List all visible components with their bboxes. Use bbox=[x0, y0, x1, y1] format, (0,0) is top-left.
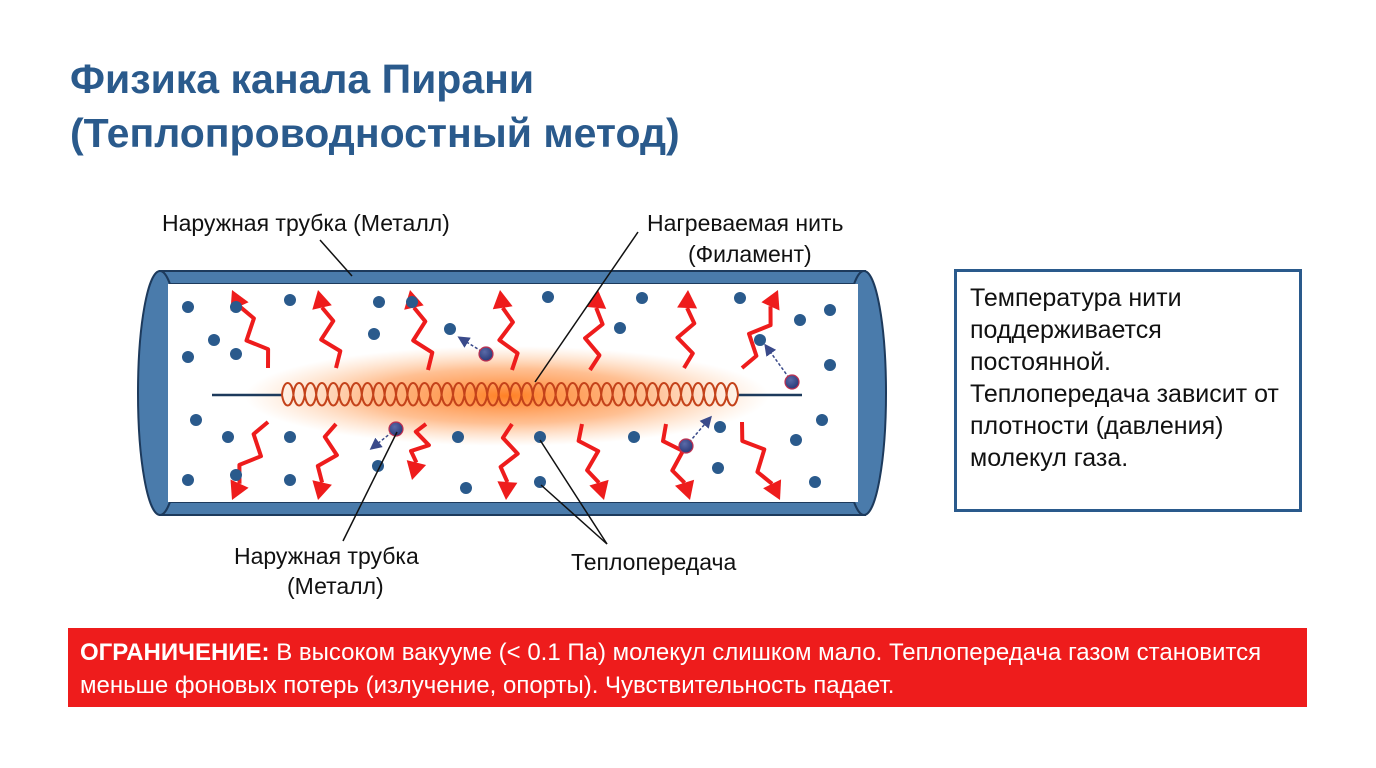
callout-heat-transfer-2 bbox=[540, 484, 608, 545]
gas-molecule bbox=[542, 291, 554, 303]
callout-outer-tube-bottom bbox=[342, 431, 398, 542]
heat-arrow-head bbox=[675, 479, 695, 500]
gas-molecule bbox=[790, 434, 802, 446]
filament-glow bbox=[245, 346, 769, 446]
tube-bottom-wall bbox=[159, 501, 866, 516]
heat-arrow bbox=[583, 307, 605, 372]
heat-arrow bbox=[675, 307, 697, 370]
gas-molecule bbox=[636, 292, 648, 304]
gas-molecule bbox=[182, 474, 194, 486]
title-line-1: Физика канала Пирани bbox=[70, 56, 535, 102]
heat-arrow-head bbox=[763, 479, 782, 500]
energized-molecule bbox=[388, 421, 404, 437]
heat-arrow bbox=[315, 422, 339, 484]
gas-molecule bbox=[824, 359, 836, 371]
gas-molecule bbox=[190, 414, 202, 426]
callout-filament bbox=[534, 231, 639, 383]
heat-arrow-head bbox=[586, 290, 607, 309]
gas-molecule bbox=[824, 304, 836, 316]
gas-molecule bbox=[182, 301, 194, 313]
limitation-label: ОГРАНИЧЕНИЕ: bbox=[80, 639, 270, 666]
heat-arrow bbox=[497, 306, 520, 371]
gas-molecule bbox=[284, 294, 296, 306]
info-box-text: Температура нити поддерживается постоянн… bbox=[970, 284, 1279, 472]
heat-arrow bbox=[319, 306, 343, 369]
heat-arrow bbox=[740, 421, 774, 486]
label-filament-line-1: Нагреваемая нить bbox=[647, 210, 843, 236]
gas-molecule bbox=[284, 474, 296, 486]
gas-molecule bbox=[794, 314, 806, 326]
gas-molecule bbox=[614, 322, 626, 334]
gas-molecule bbox=[712, 462, 724, 474]
limitation-text: В высоком вакууме (< 0.1 Па) молекул сли… bbox=[80, 639, 1262, 699]
gas-molecule bbox=[208, 334, 220, 346]
label-heat-transfer: Теплопередача bbox=[571, 549, 736, 575]
label-outer-tube-bottom-line-2: (Металл) bbox=[287, 573, 384, 599]
gas-molecule bbox=[284, 431, 296, 443]
page-title: Физика канала Пирани (Теплопроводностный… bbox=[70, 52, 970, 160]
gas-molecule bbox=[230, 469, 242, 481]
gas-molecule bbox=[452, 431, 464, 443]
heat-arrow-head bbox=[312, 480, 332, 500]
heat-arrow bbox=[576, 423, 601, 485]
gas-molecules bbox=[182, 291, 836, 494]
energized-molecule bbox=[678, 438, 694, 454]
heat-arrow-head bbox=[312, 290, 332, 310]
gas-molecule bbox=[230, 348, 242, 360]
heat-arrow-head bbox=[497, 481, 518, 500]
gas-molecule bbox=[809, 476, 821, 488]
gas-molecule bbox=[444, 323, 456, 335]
gas-molecule bbox=[222, 431, 234, 443]
gas-molecule bbox=[628, 431, 640, 443]
heat-arrow bbox=[740, 306, 773, 370]
callout-lines bbox=[319, 231, 639, 545]
energized-molecule bbox=[784, 374, 800, 390]
heat-arrow-head bbox=[589, 479, 609, 500]
gas-molecule bbox=[534, 476, 546, 488]
energized-molecule bbox=[478, 346, 494, 362]
heat-arrow bbox=[411, 306, 435, 371]
gas-molecule bbox=[534, 431, 546, 443]
heat-arrow-head bbox=[677, 290, 698, 309]
gas-molecule bbox=[816, 414, 828, 426]
gas-molecule bbox=[230, 301, 242, 313]
title-line-2: (Теплопроводностный метод) bbox=[70, 110, 680, 156]
gas-molecule bbox=[373, 296, 385, 308]
heated-filament bbox=[212, 346, 802, 446]
gas-molecule bbox=[368, 328, 380, 340]
heat-arrow bbox=[498, 422, 520, 483]
gas-molecule bbox=[182, 351, 194, 363]
tube-top-wall bbox=[159, 270, 866, 285]
heat-arrow-head bbox=[492, 290, 513, 310]
heat-arrow-head bbox=[761, 290, 780, 311]
limitation-banner: ОГРАНИЧЕНИЕ: В высоком вакууме (< 0.1 Па… bbox=[68, 628, 1307, 707]
callout-outer-tube-top bbox=[319, 239, 353, 277]
gas-molecule bbox=[460, 482, 472, 494]
gas-molecule bbox=[714, 421, 726, 433]
heat-arrow-head bbox=[230, 479, 249, 500]
gas-molecule bbox=[734, 292, 746, 304]
heat-arrows bbox=[230, 290, 782, 500]
callout-heat-transfer-1 bbox=[539, 439, 608, 545]
gas-molecule bbox=[406, 296, 418, 308]
label-filament-line-2: (Филамент) bbox=[688, 241, 812, 267]
info-box: Температура нити поддерживается постоянн… bbox=[954, 269, 1302, 512]
heat-arrow bbox=[409, 422, 431, 464]
label-outer-tube-top: Наружная трубка (Металл) bbox=[162, 210, 450, 236]
heat-arrow bbox=[238, 304, 271, 369]
filament-coil bbox=[281, 382, 739, 407]
heat-arrow-head bbox=[406, 460, 427, 480]
label-outer-tube-bottom-line-1: Наружная трубка bbox=[234, 543, 419, 569]
gas-molecule bbox=[754, 334, 766, 346]
